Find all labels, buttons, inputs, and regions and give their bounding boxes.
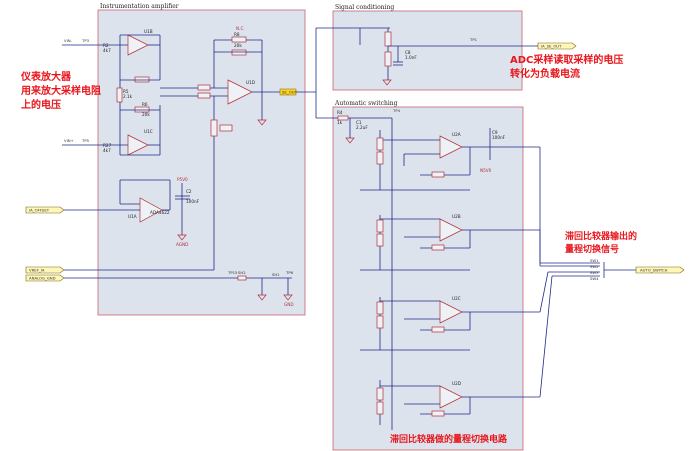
ia-out-port bbox=[537, 42, 577, 50]
sw2-label: SW2 bbox=[590, 264, 599, 269]
auto-switch-label: AUTO_SWITCH bbox=[640, 268, 668, 273]
se-out-label: SE_OUT bbox=[282, 90, 297, 95]
r2-value: 4k7 bbox=[103, 48, 111, 53]
c2-label: C2 bbox=[186, 189, 192, 194]
gnd-label: GND bbox=[284, 302, 294, 307]
adc-annotation-2: 转化为负载电流 bbox=[510, 67, 580, 80]
se-out-flag bbox=[279, 88, 297, 96]
tp1-label: TP1 bbox=[469, 37, 478, 42]
comparator-stage-c bbox=[376, 297, 540, 350]
r4-label: R4 bbox=[337, 110, 343, 115]
u2c-label: U2C bbox=[452, 296, 461, 301]
interconnect-wiring bbox=[296, 27, 540, 138]
amp-annotation-1: 仪表放大器 bbox=[20, 70, 72, 83]
u1a-label: U1A bbox=[128, 214, 137, 219]
u1d-label: U1D bbox=[246, 80, 255, 85]
vin-plus-label: VIN+ bbox=[64, 138, 74, 143]
comparator-stage-b bbox=[376, 215, 540, 270]
tp4-label: TP4 bbox=[392, 108, 401, 113]
sh2-label: SH2 bbox=[238, 270, 246, 275]
signal-conditioning-sheet bbox=[332, 10, 523, 91]
u2d-label: U2D bbox=[452, 381, 461, 386]
tp3-label: TP3 bbox=[81, 38, 90, 43]
bottom-annotation: 滞回比较器做的量程切换电路 bbox=[390, 433, 508, 445]
r6-value: 20k bbox=[142, 112, 150, 117]
r27-value: 4k7 bbox=[103, 148, 111, 153]
vref-port bbox=[25, 266, 65, 274]
c1-label: C1 bbox=[356, 120, 362, 125]
r4-value: 1k bbox=[337, 120, 343, 125]
switching-title: Automatic switching bbox=[334, 100, 398, 107]
u1c-label: U1C bbox=[144, 129, 153, 134]
nc-label: N.C. bbox=[236, 26, 245, 31]
r5-value: 2.1k bbox=[123, 94, 133, 99]
ia-offset-label: IA_OFFSET bbox=[29, 208, 50, 213]
analog-gnd-port bbox=[25, 274, 65, 282]
auto-switch-port bbox=[635, 266, 685, 274]
tp15-label: TP15 bbox=[227, 270, 238, 275]
comparator-stage-a bbox=[376, 128, 540, 190]
n5v-label: N5V0 bbox=[480, 168, 492, 173]
r5-label: R5 bbox=[123, 89, 129, 94]
r6-label: R6 bbox=[142, 102, 148, 107]
ia-offset-port bbox=[25, 206, 65, 214]
signal-title: Signal conditioning bbox=[335, 4, 394, 11]
amp-annotation-2: 用来放大采样电阻 bbox=[20, 84, 101, 97]
vin-minus-label: VIN- bbox=[64, 38, 73, 43]
sw4-label: SW4 bbox=[590, 276, 599, 281]
ada-label: ADA4622 bbox=[150, 210, 170, 215]
c8-value: 1.0nF bbox=[405, 55, 417, 60]
comparator-stage-d bbox=[376, 380, 540, 425]
r8-value: 20k bbox=[234, 43, 242, 48]
u2a-label: U2A bbox=[452, 132, 461, 137]
r27-label: R27 bbox=[103, 143, 112, 148]
c2-value: 100nF bbox=[186, 199, 200, 204]
agnd-label: AGND bbox=[176, 242, 188, 247]
instrumentation-sheet bbox=[97, 9, 306, 316]
cmp-annotation-2: 量程切换信号 bbox=[565, 243, 619, 255]
r2-label: R2 bbox=[103, 43, 109, 48]
switching-sheet bbox=[332, 106, 524, 451]
comparator-bus bbox=[360, 118, 638, 430]
c9-value: 100nF bbox=[492, 135, 506, 140]
c8-label: C8 bbox=[405, 50, 411, 55]
analog-gnd-label: ANALOG_GND bbox=[29, 276, 56, 281]
c9-label: C9 bbox=[492, 130, 498, 135]
vref-label: VREF_IA bbox=[29, 268, 45, 273]
r8-label: R8 bbox=[234, 32, 240, 37]
amp-annotation-3: 上的电压 bbox=[21, 98, 61, 111]
sw1-label: SW1 bbox=[590, 258, 599, 263]
sh1-label: SH1 bbox=[272, 272, 280, 277]
adc-annotation-1: ADC采样读取采样的电压 bbox=[510, 53, 623, 66]
tp5-label: TP5 bbox=[81, 138, 90, 143]
instrumentation-wiring bbox=[62, 34, 292, 295]
u1b-label: U1B bbox=[144, 29, 153, 34]
c1-value: 2.2uF bbox=[356, 125, 368, 130]
u2b-label: U2B bbox=[452, 214, 461, 219]
cmp-annotation-1: 滞回比较器输出的 bbox=[565, 230, 637, 242]
ia-out-label: IA_SE_OUT bbox=[541, 44, 562, 49]
instrumentation-title: Instrumentation amplifier bbox=[100, 3, 179, 10]
tp6-label: TP6 bbox=[285, 270, 294, 275]
p5v-label: P5V0 bbox=[177, 177, 188, 182]
sw3-label: SW3 bbox=[590, 270, 599, 275]
